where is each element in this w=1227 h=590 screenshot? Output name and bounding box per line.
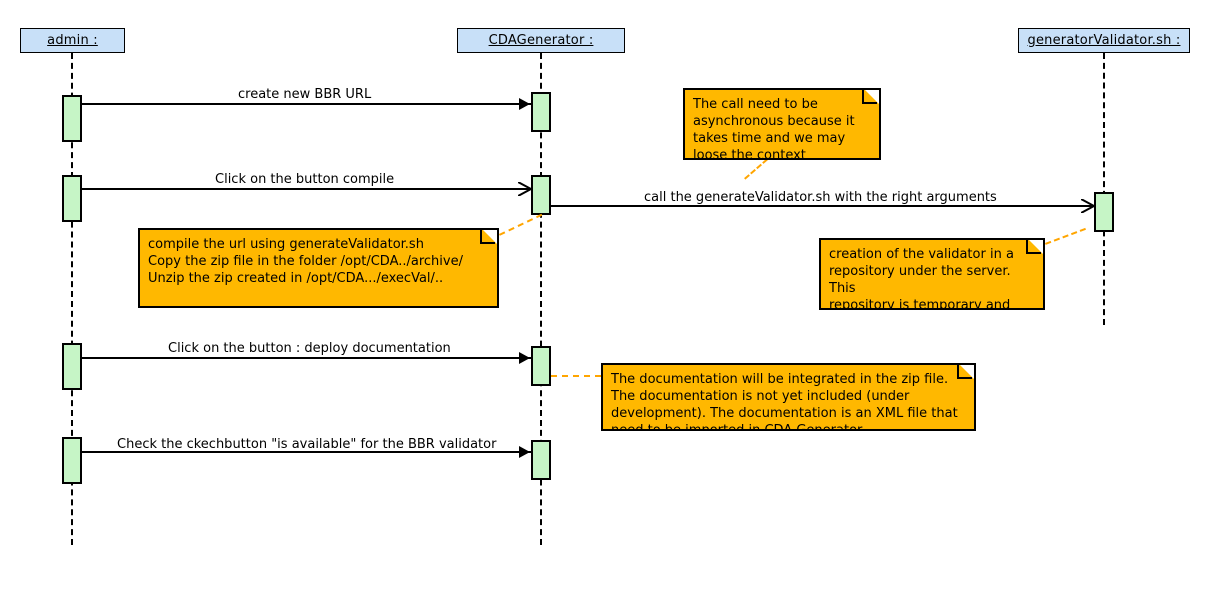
message-label-msg-2: Click on the button compile bbox=[215, 172, 395, 187]
message-line-msg-2 bbox=[82, 188, 531, 190]
participant-generatorvalidator[interactable]: generatorValidator.sh : bbox=[1018, 28, 1190, 53]
message-label-msg-3: call the generateValidator.sh with the r… bbox=[644, 190, 997, 205]
connector-repository bbox=[1045, 228, 1086, 245]
participant-label: CDAGenerator : bbox=[488, 33, 594, 48]
note-fold-corner-icon bbox=[483, 230, 497, 244]
connector-compile bbox=[499, 214, 542, 236]
note-documentation: The documentation will be integrated in … bbox=[601, 363, 976, 431]
participant-admin[interactable]: admin : bbox=[20, 28, 125, 53]
activation-bar-admin bbox=[62, 437, 82, 484]
note-async: The call need to be asynchronous because… bbox=[683, 88, 881, 160]
message-line-msg-5 bbox=[82, 451, 531, 453]
message-label-msg-4: Click on the button : deploy documentati… bbox=[168, 341, 451, 356]
activation-bar-generatorvalidator bbox=[1094, 192, 1114, 232]
note-compile: compile the url using generateValidator.… bbox=[138, 228, 499, 308]
arrowhead-filled-msg-5 bbox=[519, 446, 530, 458]
note-repository: creation of the validator in a repositor… bbox=[819, 238, 1045, 310]
connector-documentation bbox=[551, 375, 601, 377]
lifeline-cdagenerator bbox=[540, 53, 542, 545]
activation-bar-cdagenerator bbox=[531, 175, 551, 215]
note-text: The documentation will be integrated in … bbox=[611, 372, 958, 431]
note-fold-corner-icon bbox=[1029, 240, 1043, 254]
note-fold-corner-icon bbox=[865, 90, 879, 104]
arrowhead-open-msg-3 bbox=[1080, 198, 1095, 214]
lifeline-generatorvalidator bbox=[1103, 53, 1105, 325]
participant-cdagenerator[interactable]: CDAGenerator : bbox=[457, 28, 625, 53]
activation-bar-admin bbox=[62, 95, 82, 142]
activation-bar-admin bbox=[62, 343, 82, 390]
message-line-msg-1 bbox=[82, 103, 531, 105]
activation-bar-admin bbox=[62, 175, 82, 222]
note-text: compile the url using generateValidator.… bbox=[148, 237, 463, 286]
arrowhead-filled-msg-4 bbox=[519, 352, 530, 364]
activation-bar-cdagenerator bbox=[531, 440, 551, 480]
note-text: creation of the validator in a repositor… bbox=[829, 247, 1014, 310]
activation-bar-cdagenerator bbox=[531, 92, 551, 132]
message-label-msg-1: create new BBR URL bbox=[238, 87, 372, 102]
participant-label: admin : bbox=[47, 33, 98, 48]
connector-async bbox=[743, 158, 768, 180]
note-text: The call need to be asynchronous because… bbox=[693, 97, 855, 160]
arrowhead-filled-msg-1 bbox=[519, 98, 530, 110]
arrowhead-open-msg-2 bbox=[517, 181, 532, 197]
note-fold-corner-icon bbox=[960, 365, 974, 379]
message-line-msg-3 bbox=[551, 205, 1094, 207]
message-line-msg-4 bbox=[82, 357, 531, 359]
participant-label: generatorValidator.sh : bbox=[1027, 33, 1181, 48]
activation-bar-cdagenerator bbox=[531, 346, 551, 386]
lifeline-admin bbox=[71, 53, 73, 545]
message-label-msg-5: Check the ckechbutton "is available" for… bbox=[117, 437, 497, 452]
